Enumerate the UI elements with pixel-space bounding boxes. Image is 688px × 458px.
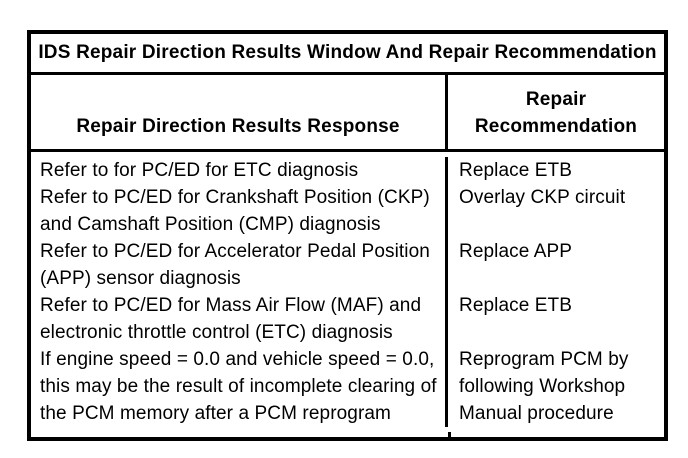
response-cell: Refer to for PC/ED for ETC diagnosis	[31, 157, 448, 184]
table-header-row: Repair Direction Results Response Repair…	[31, 75, 664, 152]
table-row: Refer to PC/ED for Mass Air Flow (MAF) a…	[31, 292, 664, 346]
response-cell: Refer to PC/ED for Crankshaft Position (…	[31, 184, 448, 238]
recommendation-cell: Replace APP	[459, 241, 573, 262]
column-header-recommendation-label: Repair Recommendation	[474, 89, 638, 137]
column-header-response-label: Repair Direction Results Response	[76, 116, 400, 137]
table-row: Refer to PC/ED for Accelerator Pedal Pos…	[31, 238, 664, 292]
repair-results-table: IDS Repair Direction Results Window And …	[27, 30, 668, 441]
table-row: If engine speed = 0.0 and vehicle speed …	[31, 346, 664, 427]
recommendation-cell: Replace ETB	[459, 160, 573, 181]
column-header-recommendation: Repair Recommendation	[448, 75, 664, 149]
response-cell: Refer to PC/ED for Accelerator Pedal Pos…	[31, 238, 448, 292]
table-row: Refer to PC/ED for Crankshaft Position (…	[31, 184, 664, 238]
recommendation-cell: Overlay CKP circuit	[459, 187, 626, 208]
recommendation-cell: Reprogram PCM by following Workshop Manu…	[459, 349, 629, 424]
table-title: IDS Repair Direction Results Window And …	[31, 34, 664, 75]
recommendation-cell: Replace ETB	[459, 295, 573, 316]
response-cell: Refer to PC/ED for Mass Air Flow (MAF) a…	[31, 292, 448, 346]
table-body: Refer to for PC/ED for ETC diagnosis Rep…	[31, 152, 664, 432]
response-cell: If engine speed = 0.0 and vehicle speed …	[31, 346, 448, 427]
column-divider-extension	[31, 432, 664, 437]
divider-spacer	[31, 432, 451, 437]
table-row: Refer to for PC/ED for ETC diagnosis Rep…	[31, 157, 664, 184]
column-header-response: Repair Direction Results Response	[31, 75, 448, 149]
